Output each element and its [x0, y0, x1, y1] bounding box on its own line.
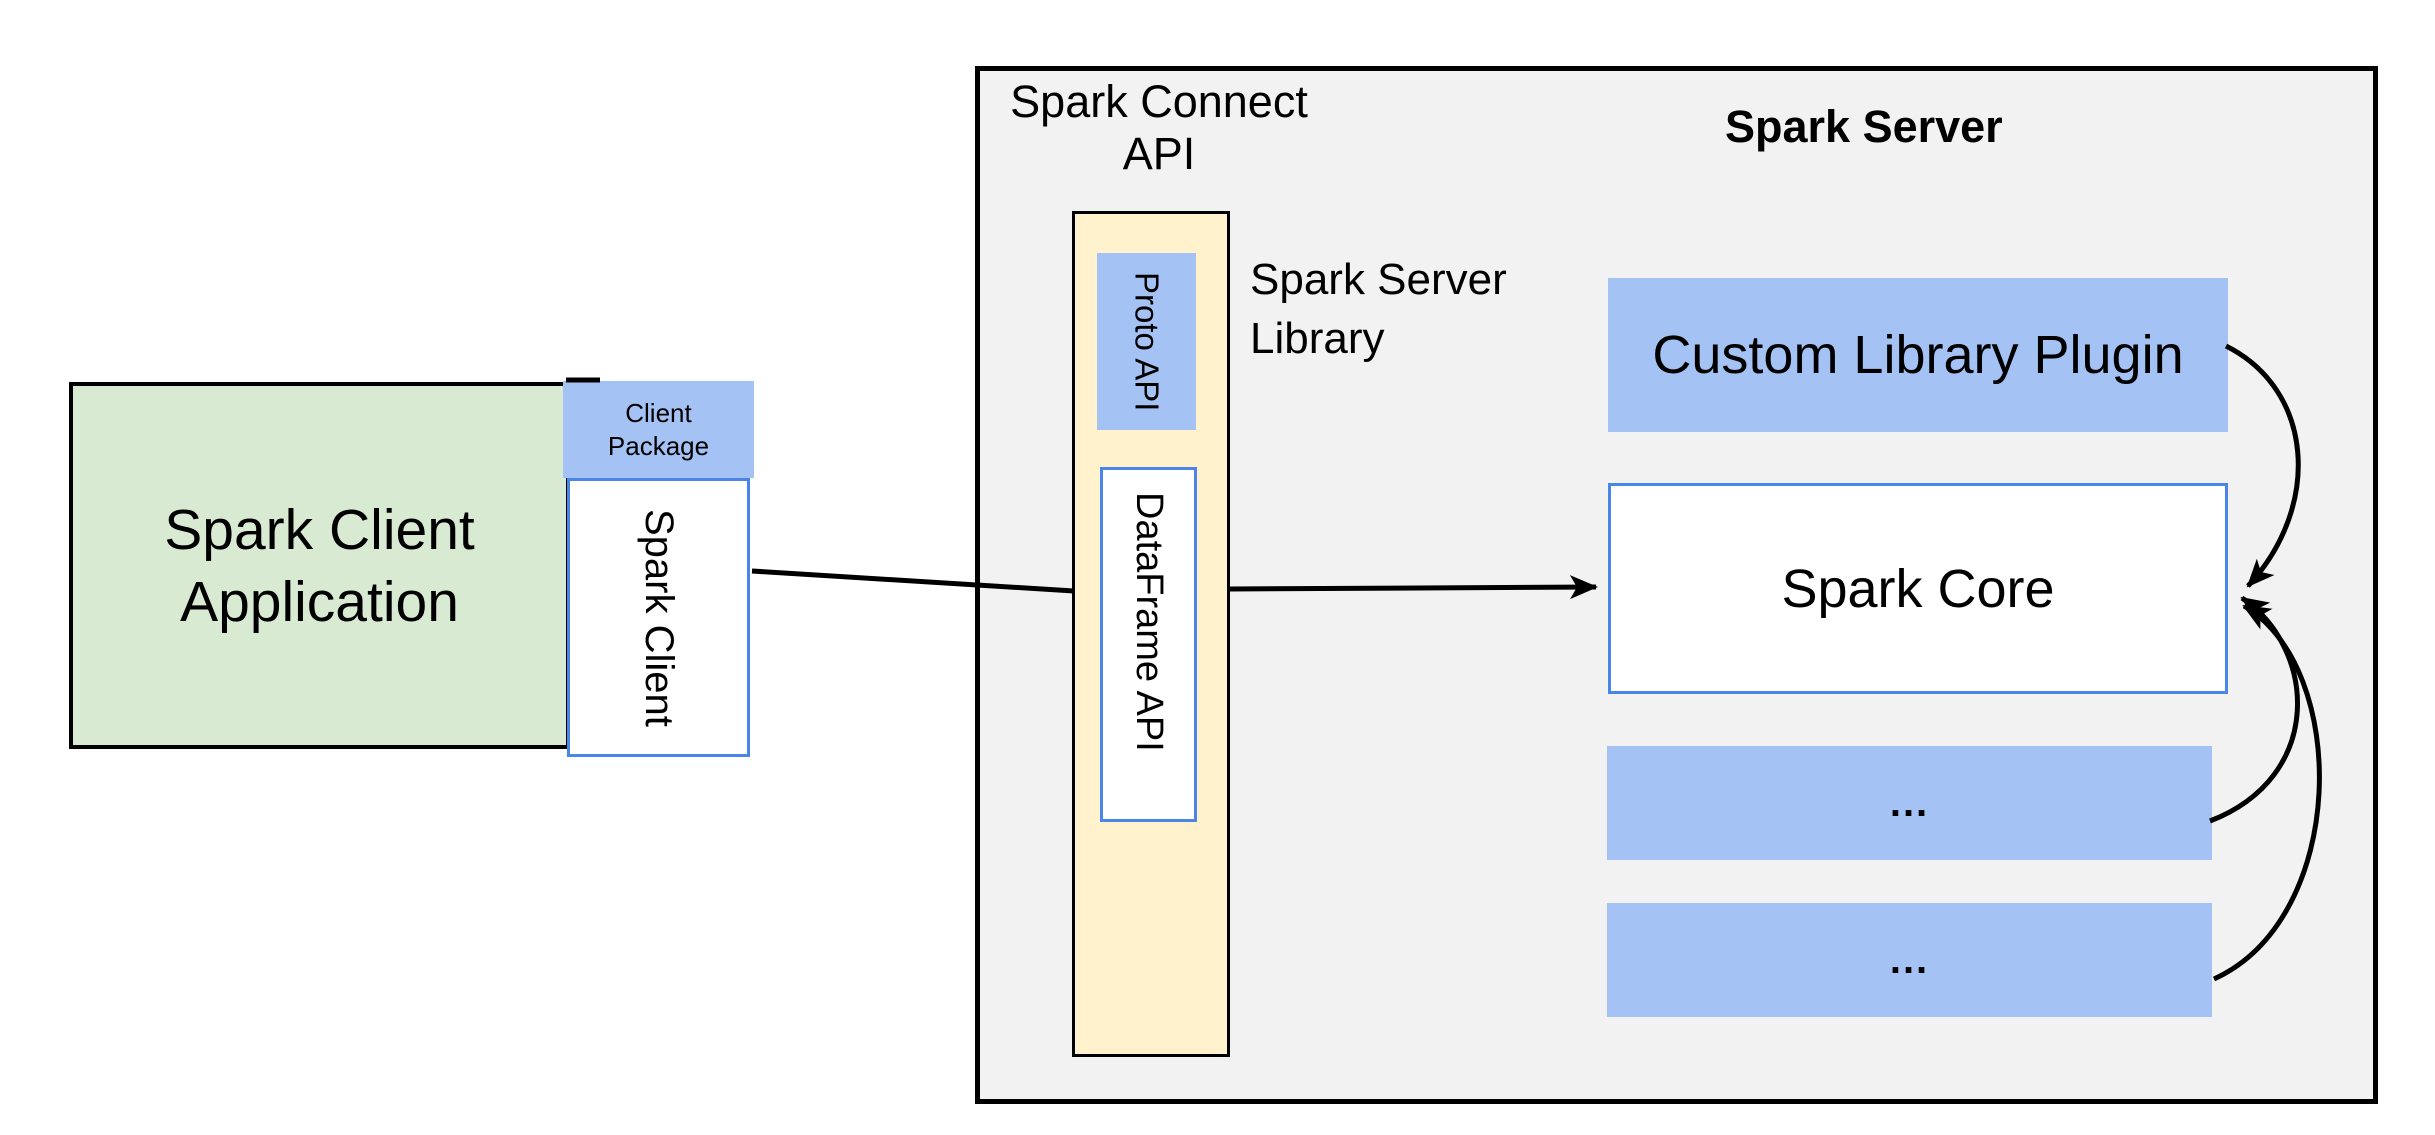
dataframe-api-label: DataFrame API — [1128, 492, 1170, 752]
spark-connect-api-line2: API — [1122, 128, 1196, 179]
spark-connect-api-label: Spark Connect API — [959, 76, 1359, 180]
other-plugin-box-1: ... — [1607, 746, 2212, 860]
spark-server-library-line2: Library — [1250, 314, 1385, 363]
proto-api-box: Proto API — [1097, 253, 1196, 430]
ellipsis-label-1: ... — [1889, 780, 1930, 825]
client-package-box: Client Package — [563, 381, 754, 478]
spark-client-application-box: Spark Client Application — [69, 382, 570, 749]
spark-core-box: Spark Core — [1608, 483, 2228, 694]
custom-library-plugin-box: Custom Library Plugin — [1608, 278, 2228, 432]
other-plugin-box-2: ... — [1607, 903, 2212, 1017]
spark-server-title: Spark Server — [1725, 101, 2003, 152]
spark-core-label: Spark Core — [1781, 558, 2055, 619]
spark-client-label: Spark Client — [637, 508, 681, 727]
spark-client-box: Spark Client — [567, 478, 750, 757]
spark-connect-api-line1: Spark Connect — [1010, 76, 1308, 127]
dataframe-api-box: DataFrame API — [1100, 467, 1197, 822]
custom-library-plugin-label: Custom Library Plugin — [1652, 325, 2184, 385]
client-package-label: Client Package — [607, 397, 710, 461]
proto-api-label: Proto API — [1128, 271, 1166, 412]
spark-server-library-label: Spark Server Library — [1250, 250, 1507, 368]
spark-server-library-line1: Spark Server — [1250, 255, 1507, 304]
ellipsis-label-2: ... — [1889, 937, 1930, 982]
spark-client-application-label: Spark Client Application — [164, 497, 475, 634]
